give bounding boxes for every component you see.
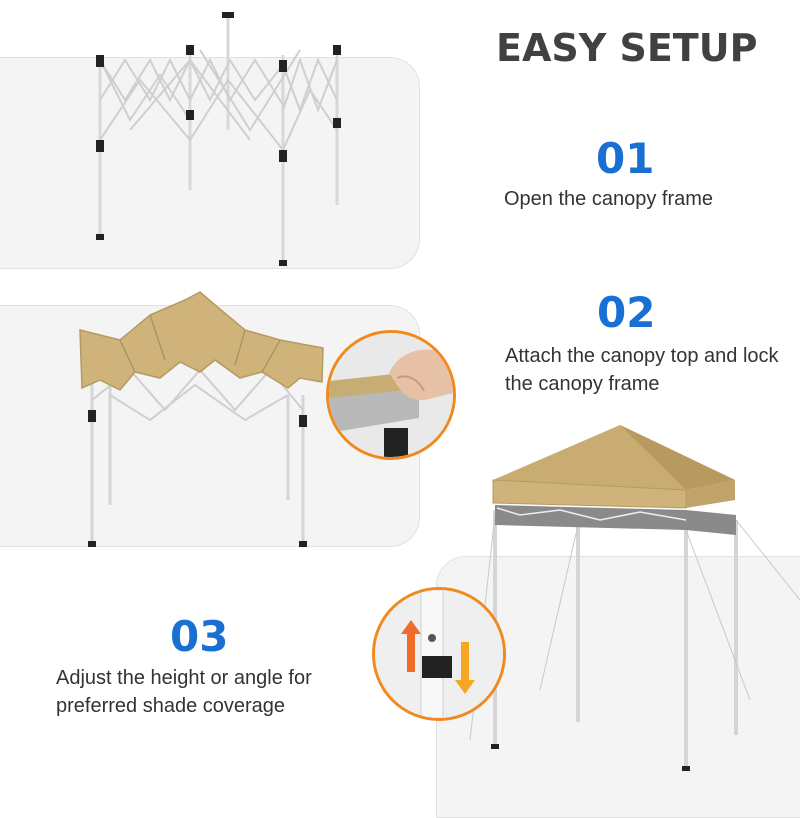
step3-text: Adjust the height or angle for preferred… bbox=[56, 667, 312, 717]
step2-text: Attach the canopy top and lock the canop… bbox=[505, 345, 779, 395]
illustrations bbox=[79, 12, 800, 771]
canopy-tent-illustration bbox=[469, 425, 800, 771]
step1-number: 01 bbox=[596, 134, 655, 183]
height-adjust-circle bbox=[372, 587, 506, 721]
page-title: EASY SETUP bbox=[496, 26, 758, 70]
height-adjust-illustration bbox=[375, 590, 503, 718]
step1-text: Open the canopy frame bbox=[504, 188, 714, 210]
up-arrow-icon bbox=[401, 620, 421, 672]
step3-number: 03 bbox=[170, 612, 229, 661]
hand-detail-illustration bbox=[329, 333, 453, 457]
canopy-attach-illustration bbox=[79, 291, 324, 547]
frame-illustration bbox=[96, 12, 341, 266]
hand-detail-circle bbox=[326, 330, 456, 460]
step2-number: 02 bbox=[597, 288, 656, 337]
down-arrow-icon bbox=[455, 642, 475, 694]
step1-panel bbox=[0, 57, 420, 269]
